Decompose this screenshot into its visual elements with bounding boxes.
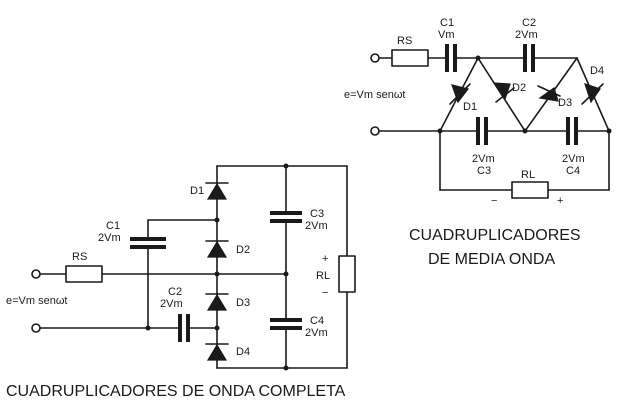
hw-c1-name: C1 (440, 17, 454, 29)
fw-source-label: e=Vm senωt (6, 295, 67, 307)
fw-minus-sign: − (322, 287, 328, 299)
hw-title-line1: CUADRUPLICADORES (409, 227, 581, 244)
hw-d1-label: D1 (463, 101, 477, 113)
hw-title-line2: DE MEDIA ONDA (428, 251, 555, 268)
fw-d4-label: D4 (236, 346, 250, 358)
hw-minus-sign: − (491, 195, 497, 207)
fw-d3-label: D3 (236, 297, 250, 309)
hw-rl-label: RL (521, 169, 535, 181)
hw-c2-name: C2 (522, 17, 536, 29)
fw-d4-diode (205, 343, 229, 361)
fw-plus-sign: + (322, 253, 328, 265)
fw-d1-diode (205, 182, 229, 200)
fw-rl-resistor (338, 255, 356, 293)
hw-d2-diode (492, 82, 515, 103)
hw-c2-value: 2Vm (515, 29, 538, 41)
hw-d1-diode (449, 83, 471, 105)
fw-c4-name: C4 (310, 315, 324, 327)
half-wave-circuit: RS C1 Vm C2 2Vm e=Vm senωt D1 D2 D3 D4 2… (344, 17, 612, 268)
hw-rs-resistor (391, 49, 429, 67)
hw-d4-diode (581, 83, 604, 105)
fw-d2-diode (205, 240, 229, 258)
hw-rl-resistor (511, 181, 549, 199)
fw-rs-label: RS (72, 251, 87, 263)
fw-rs-resistor (65, 265, 103, 283)
hw-c1-value: Vm (438, 29, 455, 41)
hw-input-terminal-bottom (370, 126, 380, 136)
fw-rl-label: RL (316, 270, 330, 282)
hw-d4-label: D4 (590, 65, 604, 77)
fw-title: CUADRUPLICADORES DE ONDA COMPLETA (6, 383, 346, 400)
full-wave-circuit: D1 D2 D3 D4 C1 2Vm RS C2 2Vm e=Vm senωt … (6, 163, 356, 400)
hw-c4-name: C4 (566, 165, 580, 177)
hw-d3-label: D3 (558, 97, 572, 109)
hw-plus-sign: + (557, 195, 563, 207)
hw-input-terminal-top (370, 53, 380, 63)
fw-input-terminal-top (31, 269, 41, 279)
fw-c3-value: 2Vm (305, 220, 328, 232)
hw-c4-value: 2Vm (562, 153, 585, 165)
fw-d3-diode (205, 293, 229, 311)
fw-c3-name: C3 (310, 208, 324, 220)
fw-c4-value: 2Vm (305, 327, 328, 339)
hw-rs-label: RS (397, 35, 412, 47)
hw-source-label: e=Vm senωt (344, 89, 405, 101)
fw-c2-name: C2 (168, 286, 182, 298)
fw-input-terminal-bottom (31, 323, 41, 333)
hw-c3-value: 2Vm (472, 153, 495, 165)
fw-d2-label: D2 (236, 244, 250, 256)
hw-d3-diode (537, 85, 561, 102)
fw-c1-name: C1 (106, 220, 120, 232)
hw-c3-name: C3 (477, 165, 491, 177)
fw-c2-value: 2Vm (160, 298, 183, 310)
fw-d1-label: D1 (190, 185, 204, 197)
fw-c1-value: 2Vm (98, 232, 121, 244)
hw-d2-label: D2 (512, 82, 526, 94)
